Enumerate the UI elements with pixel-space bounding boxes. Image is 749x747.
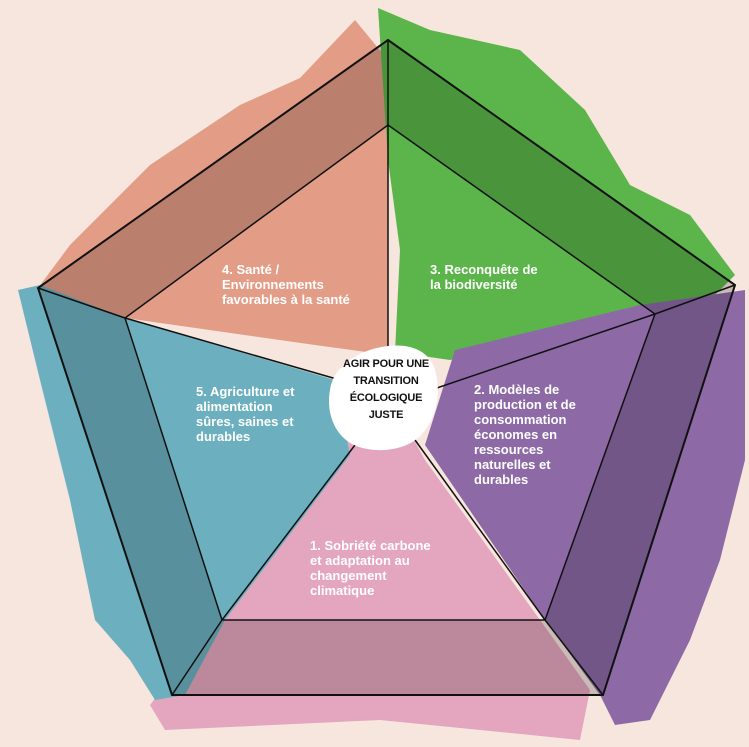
- segment-sante-backdrop: [38, 20, 388, 355]
- segment-label-modeles: 2. Modèles de production et de consommat…: [474, 382, 576, 487]
- segment-agriculture-backdrop: [18, 285, 350, 700]
- outer-band-shade: [38, 40, 735, 695]
- segment-label-sobriete: 1. Sobriété carbone et adaptation au cha…: [310, 538, 431, 598]
- segment-label-biodiversite: 3. Reconquête de la biodiversité: [430, 262, 538, 292]
- spoke-left: [124, 317, 341, 381]
- connector-bottom-right: [544, 619, 604, 696]
- inner-pentagon: [124, 124, 656, 621]
- center-title: AGIR POUR UNE TRANSITION ÉCOLOGIQUE JUST…: [342, 358, 430, 421]
- segment-label-sante: 4. Santé / Environnements favorables à l…: [222, 262, 350, 307]
- segment-label-agriculture: 5. Agriculture et alimentation sûres, sa…: [196, 384, 295, 444]
- connector-bottom-left: [171, 619, 223, 696]
- spoke-right: [424, 313, 656, 393]
- spoke-bottom-right: [414, 439, 546, 621]
- connector-left: [37, 287, 126, 319]
- connector-right: [654, 284, 736, 315]
- outer-pentagon: [36, 38, 737, 696]
- center-blob: [328, 345, 438, 451]
- spoke-bottom-left: [221, 444, 356, 621]
- segment-sobriete-backdrop: [150, 405, 590, 740]
